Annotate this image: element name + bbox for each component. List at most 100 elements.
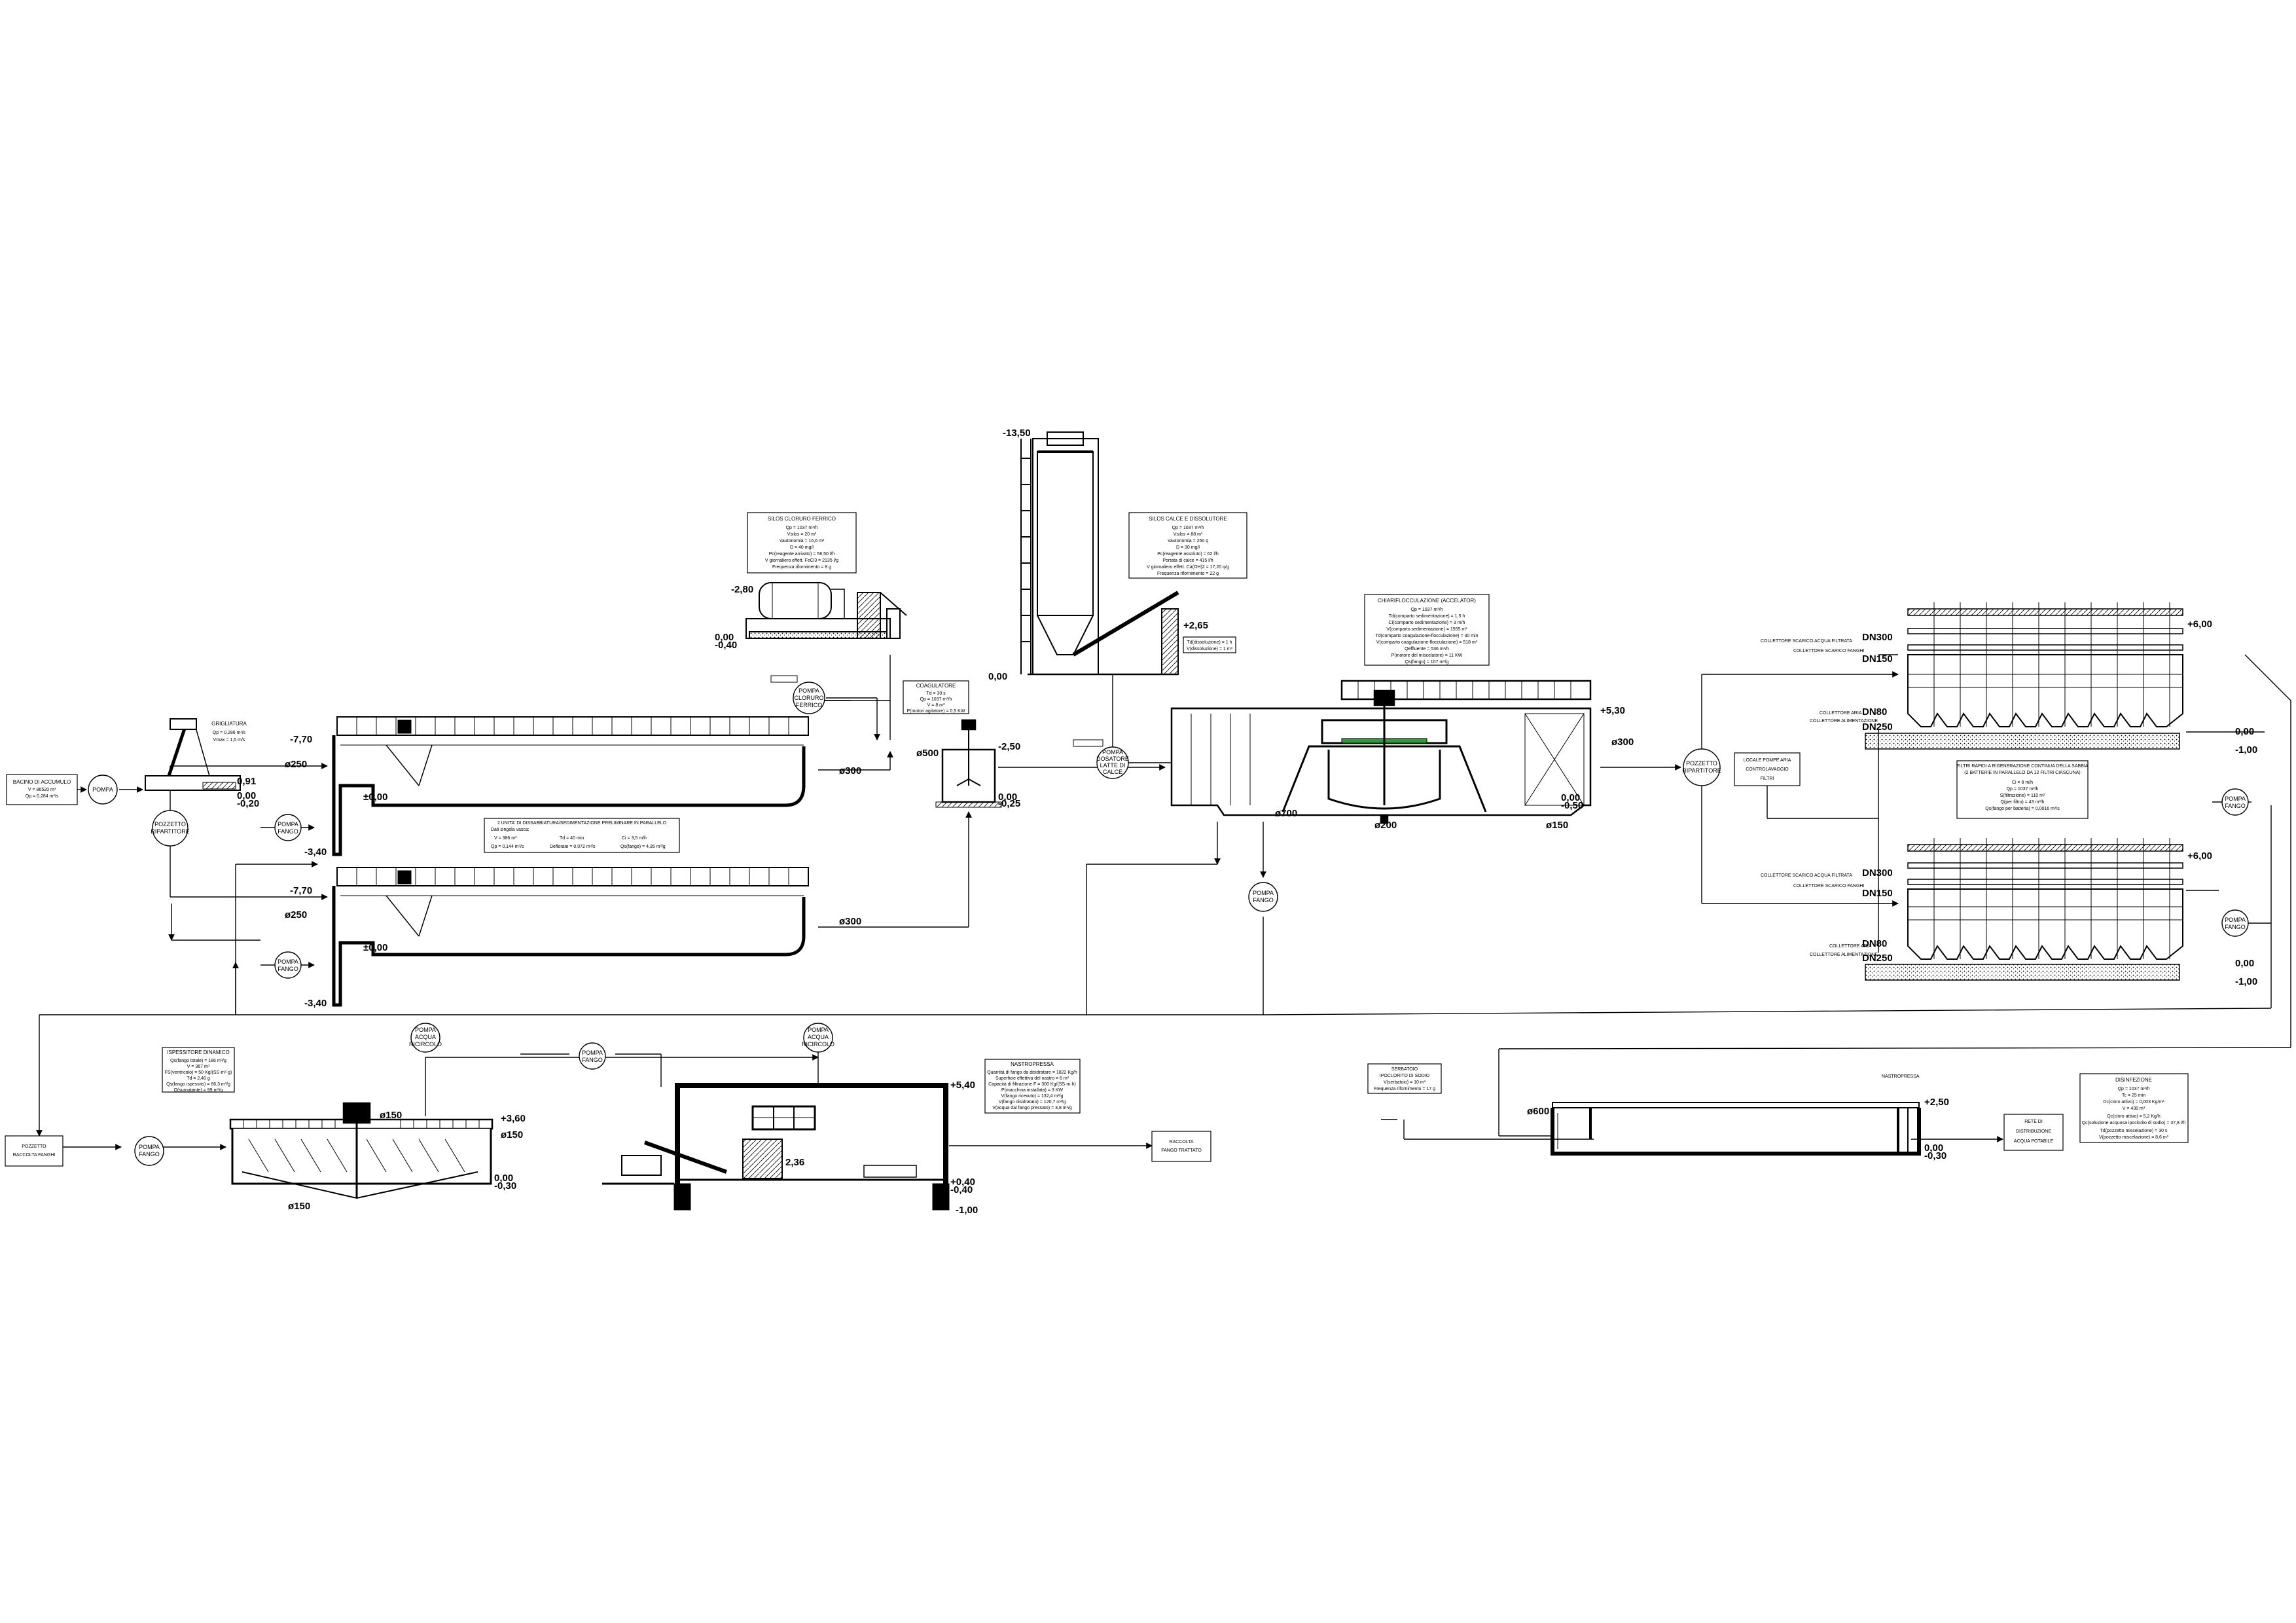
coagulatore-line-1: Td = 30 s [926,691,946,696]
rete-l3: ACQUA POTABILE [2014,1139,2053,1144]
elev-340-2: -3,40 [304,998,327,1009]
ispessitore-tank [229,1102,493,1199]
silos-cloruro-line-6: V giornaliero effett. FeCl3 = 2135 l/g [765,558,838,563]
phi150-chiari: ø150 [1546,820,1568,831]
elev-000-isp: 0,00 [494,1173,513,1184]
disinfezione-line-7: Td(pozzetto miscelazione) = 30 s [2100,1129,2168,1133]
pump-fango-1-l1: POMPA [278,821,298,828]
elev-250-coag: -2,50 [998,741,1020,752]
dissabbiatura-box: 2 UNITA' DI DISSABBIATURA/SEDIMENTAZIONE… [484,818,680,853]
pump-cloruro-l2: CLORURO [794,695,823,701]
collettore-filtrata-2: COLLETTORE SCARICO ACQUA FILTRATA [1761,873,1852,878]
pump-acqua-ricircolo-1: POMPA ACQUA RICIRCOLO [409,1023,442,1053]
phi150-isp-1: ø150 [380,1110,402,1121]
elev-000-dis: 0,00 [1924,1142,1943,1154]
grigliatura-line-1: Qp = 0,286 m³/s [213,731,246,735]
bacino-line-2: Qp = 0,284 m³/s [26,794,59,799]
disinfezione-line-5: Qc(cloro attivo) = 5,2 Kg/h [2107,1114,2161,1119]
filtri-box: FILTRI RAPIDI A RIGENERAZIONE CONTINUA D… [1956,760,2089,819]
pump-fango-chiari-l2: FANGO [1253,897,1274,903]
disinfezione-box: DISINFEZIONE Qp = 1037 m³/h Tc = 25 min … [2079,1073,2189,1143]
dissabbiatura-line-5: Qp = 0,144 m³/s [491,845,524,849]
dissabbiatura-line-2: V = 386 m³ [494,836,517,841]
nastropressa-box: NASTROPRESSA Quantità di fango da disidr… [984,1059,1081,1114]
disinfezione-line-3: Dc(cloro attivo) = 0,003 Kg/m³ [2103,1100,2164,1104]
elev-000-chiari: 0,00 [1561,792,1580,803]
dn80-1: DN80 [1862,706,1887,718]
dn150-2: DN150 [1862,888,1893,899]
silos-cloruro-title: SILOS CLORURO FERRICO [768,516,836,522]
silos-cloruro-line-7: Frequenza rifornimento = 8 g [772,565,831,570]
locale-pompe-l1: LOCALE POMPE ARIA [1744,758,1791,763]
silos-calce-line-1: Qp = 1037 m³/h [1172,526,1204,530]
silos-calce-box: SILOS CALCE E DISSOLUTORE Qp = 1037 m³/h… [1128,512,1247,579]
pump-cloruro-l3: FERRICO [796,702,823,708]
ispessitore-line-3: FS(ventricolo) = 50 Kg/(SS·m²·g) [165,1070,232,1075]
coagulatore-box: COAGULATORE Td = 30 s Qp = 1037 m³/h V =… [903,680,969,714]
elev-000-f1: 0,00 [2235,726,2254,737]
phi700: ø700 [1275,808,1297,819]
elev-250-disab-1: ø250 [285,759,307,770]
dissabbiatura-line-4: Ci = 3,5 m/h [622,836,647,841]
elev-040-nastro: +0,40 [950,1176,975,1188]
dn300-1: DN300 [1862,632,1893,643]
bacino-line-1: V = 86520 m³ [28,788,56,792]
phi500: ø500 [916,748,939,759]
dn300-2: DN300 [1862,867,1893,879]
coagulatore-line-2: Qp = 1037 m³/h [920,697,952,702]
silos-calce-line-6: Portata di calce = 415 l/h [1162,558,1213,563]
phi150-isp-3: ø150 [288,1201,310,1212]
pump-fango-2-l1: POMPA [278,958,298,965]
filtri-subtitle: (2 BATTERIE IN PARALLELO DA 12 FILTRI CI… [1964,771,2080,775]
coagulatore-line-4: P(motori agitatore) = 0,5 KW [907,709,965,714]
pozzetto-raccolta-fanghi: POZZETTO RACCOLTA FANGHI [5,1135,63,1167]
chiari-line-2: Td(comparto sedimentazione) = 1,5 h [1389,614,1465,619]
phi300-chiari: ø300 [1611,737,1634,748]
pump-fango-filtri-1-l2: FANGO [2225,803,2246,809]
elev-265: +2,65 [1183,620,1208,631]
serbatoio-subtitle: IPOCLORITO DI SODIO [1380,1074,1430,1078]
ispessitore-line-2: V = 367 m³ [187,1065,210,1069]
pump-fango-chiari: POMPA FANGO [1248,882,1278,912]
pump-fango-1-l2: FANGO [278,828,298,835]
elev-040-cloruro: -0,40 [715,640,737,651]
serbatoio-line-1: V(serbatoio) = 10 m³ [1384,1080,1426,1085]
chiari-line-4: V(comparto sedimentazione) = 1555 m³ [1386,627,1467,632]
filtri-line-4: Q(per filtro) = 43 m³/h [2000,800,2044,805]
nastropressa-line-2: Superficie effettiva del nastro = 6 m² [996,1076,1069,1081]
elev-600-2: +6,00 [2187,850,2212,862]
silos-calce-line-7: V giornaliero effett. Ca(OH)2 = 17,20 q/… [1147,565,1229,570]
pump-cloruro-l1: POMPA [798,687,819,694]
pump-acqua-1-l3: RICIRCOLO [409,1041,442,1048]
phi600: ø600 [1527,1106,1549,1117]
locale-pompe-l2: CONTROLAVAGGIO [1746,767,1789,772]
elev-091: 0,91 [237,776,256,787]
silos-cloruro-line-4: D = 40 mg/l [790,545,814,550]
elev-000-cloruro: 0,00 [715,632,734,643]
pump-acqua-2-l2: ACQUA [808,1034,829,1040]
phi300-disab-2: ø300 [839,916,861,927]
pump-fango-raccolta-l2: FANGO [139,1151,160,1158]
elev-000-grig: 0,00 [237,790,256,801]
phi200: ø200 [1374,820,1397,831]
pozzetto-ripartitore-left-l1: POZZETTO [154,821,186,828]
collettore-alim-2: COLLETTORE ALIMENTAZIONE [1810,953,1878,957]
chiariflocculatore-tank [1170,680,1592,824]
pump-acqua-2-l1: POMPA [808,1027,829,1033]
silos-calce-line-4: D = 30 mg/l [1176,545,1200,550]
serbatoio-title: SERBATOIO [1391,1067,1418,1072]
grigliatura-line-2: Vmax = 1,5 m/s [213,738,245,742]
silos-calce-line-5: Pc(reagente assoluto) = 62 l/h [1157,552,1219,556]
dn150-1: DN150 [1862,653,1893,665]
rete-distribuzione: RETE DI DISTRIBUZIONE ACQUA POTABILE [2003,1114,2064,1151]
nastropressa-line-6: V(fango disidratato) = 120,7 m³/g [999,1100,1066,1104]
dissabbiatura-line-7: Qs(fango) = 4,35 m³/g [620,845,666,849]
pump-fango-filtri-2-l2: FANGO [2225,924,2246,930]
pozzetto-ripartitore-right-l1: POZZETTO [1686,760,1717,767]
chiari-line-9: Qs(fango) = 107 m³/g [1405,660,1449,665]
nastropressa-line-5: V(fango ricevuto) = 132,4 m³/g [1001,1094,1064,1099]
filtri-battery-1 [1865,602,2183,750]
coagulatore-title: COAGULATORE [916,683,956,689]
elev-030-dis: -0,30 [1924,1150,1946,1161]
silos-cloruro-line-3: Vautonomia = 16,6 m³ [780,539,825,543]
